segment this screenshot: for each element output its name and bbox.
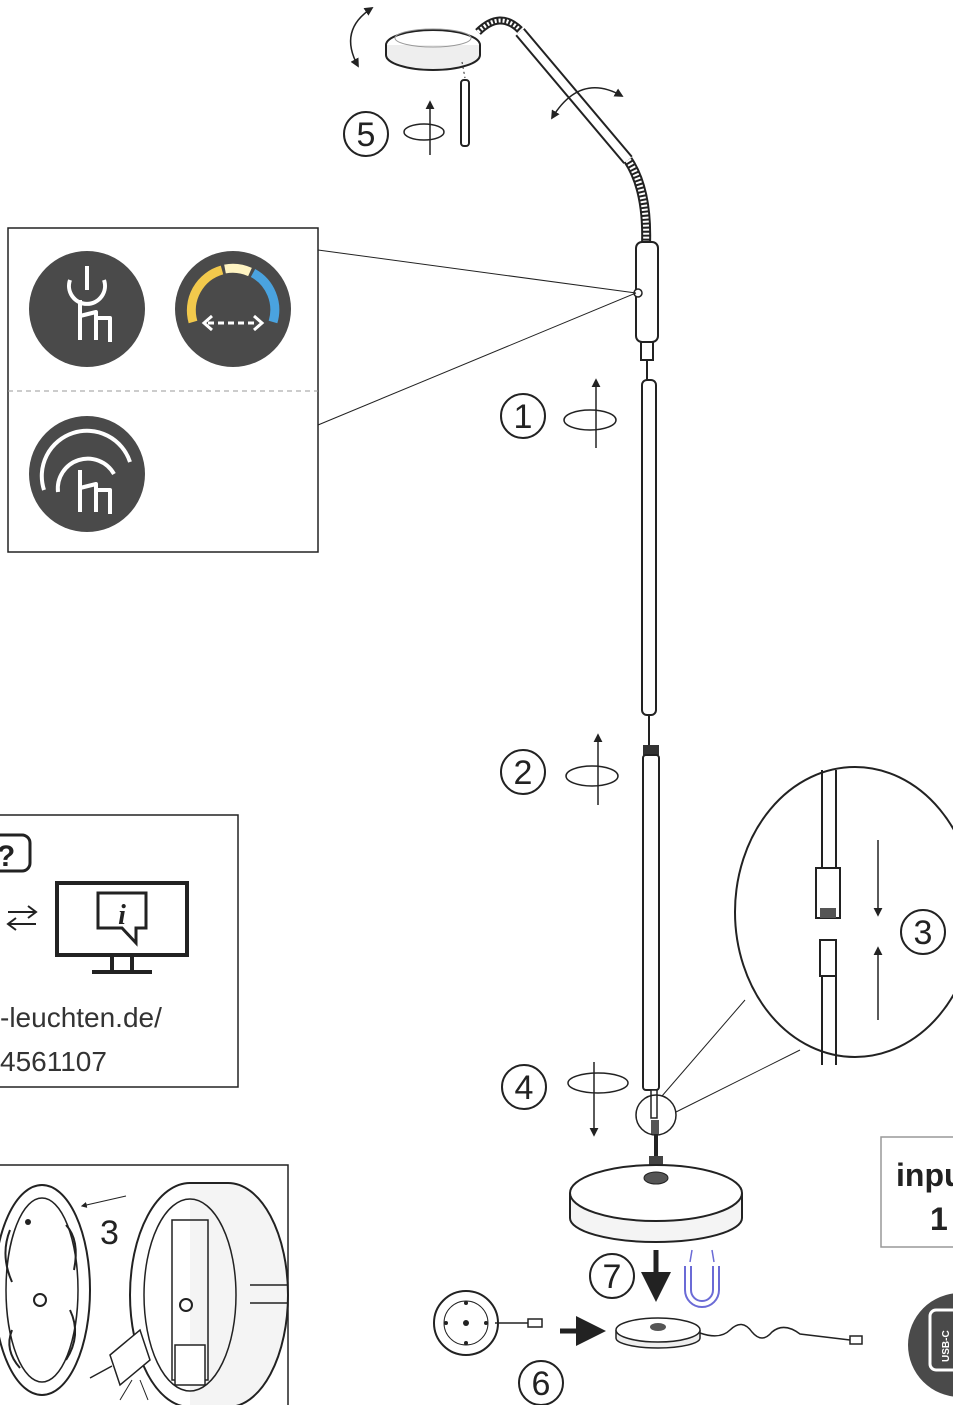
base-step-label: 3 <box>100 1214 119 1252</box>
step-4-marker: 4 <box>501 1062 629 1137</box>
base-detail-box: 3 <box>0 1164 289 1405</box>
usb-c-label: USB-C <box>941 1330 952 1362</box>
svg-text:i: i <box>118 900 126 931</box>
step-1-marker: 1 <box>500 378 617 448</box>
magnetic-plate <box>433 1290 543 1356</box>
color-temperature-icon <box>175 251 291 367</box>
input-value: 1 <box>930 1201 948 1237</box>
step-5-label: 5 <box>357 116 376 154</box>
lamp-base <box>569 1164 743 1243</box>
info-monitor-icon: i <box>55 881 189 974</box>
input-spec-box: inpu 1 <box>880 1136 953 1248</box>
step-6-marker: 6 <box>518 1360 564 1405</box>
question-bubble-icon: ? <box>0 833 32 873</box>
step-7-label: 7 <box>603 1258 622 1296</box>
info-box: ? i -leuchten.de/ 4561107 <box>0 814 239 1088</box>
svg-text:?: ? <box>0 840 15 873</box>
step-3-marker: 3 <box>900 909 946 955</box>
input-label: inpu <box>896 1157 953 1193</box>
step-4-label: 4 <box>515 1069 534 1107</box>
magnet-icon <box>684 1249 720 1308</box>
step-3-label: 3 <box>914 914 933 952</box>
usb-c-icon: USB-C <box>908 1293 953 1397</box>
lamp-head <box>385 28 481 147</box>
head-rotate-arrow <box>349 7 374 68</box>
info-url: -leuchten.de/ <box>0 1002 162 1033</box>
pole-segment-lower <box>649 1089 663 1176</box>
info-code: 4561107 <box>0 1046 107 1077</box>
pole-segment-middle <box>642 745 660 1091</box>
connector-zoom <box>635 766 953 1136</box>
charging-pad <box>615 1317 863 1349</box>
step-6-label: 6 <box>532 1365 551 1403</box>
dimming-touch-icon <box>29 416 145 532</box>
arm-rotate-arrow <box>551 87 624 120</box>
step-5-marker: 5 <box>343 100 445 157</box>
control-handle <box>633 241 659 380</box>
step-2-marker: 2 <box>500 733 619 805</box>
pole-segment-upper <box>641 379 657 745</box>
step-2-label: 2 <box>514 754 533 792</box>
step-1-label: 1 <box>514 398 533 436</box>
touch-power-icon <box>29 251 145 367</box>
step-7-marker: 7 <box>589 1250 671 1302</box>
gooseneck <box>475 16 652 246</box>
